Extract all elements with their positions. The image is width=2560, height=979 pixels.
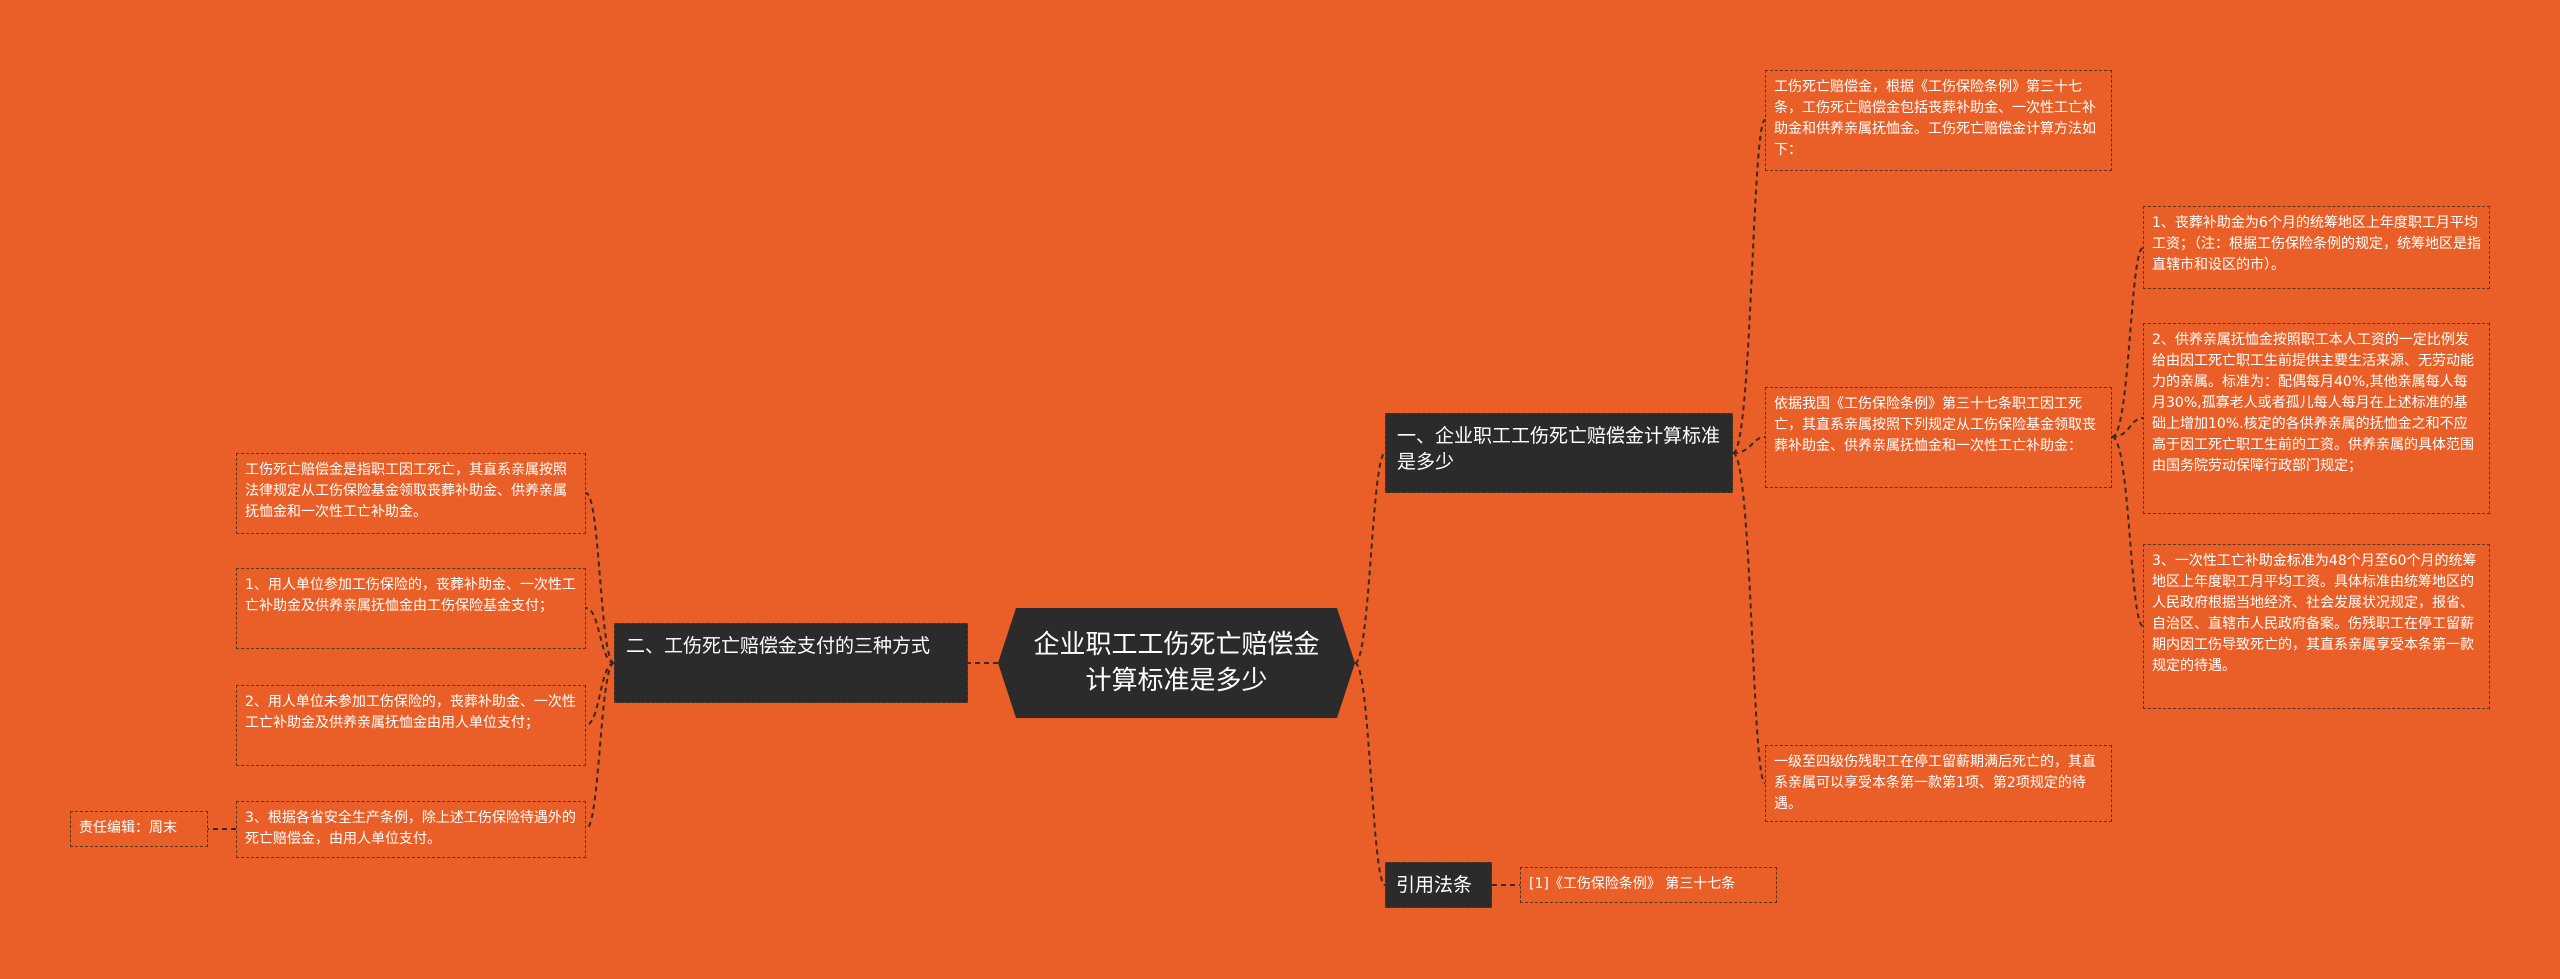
connector-branch1-intro [1732,119,1766,454]
branch-calculation-standard[interactable]: 一、企业职工工伤死亡赔偿金计算标准是多少 [1385,413,1733,493]
leaf-dependent-pension[interactable]: 2、供养亲属抚恤金按照职工本人工资的一定比例发给由因工死亡职工生前提供主要生活来… [2143,323,2490,514]
branch-payment-methods-title: 二、工伤死亡赔偿金支付的三种方式 [626,635,931,657]
branch-cited-law-title: 引用法条 [1396,874,1473,896]
leaf-cited-law-ref[interactable]: [1]《工伤保险条例》 第三十七条 [1520,867,1777,903]
leaf-payment-uninsured[interactable]: 2、用人单位未参加工伤保险的，丧葬补助金、一次性工亡补助金及供养亲属抚恤金由用人… [236,685,586,766]
leaf-calculation-intro[interactable]: 工伤死亡赔偿金，根据《工伤保险条例》第三十七条，工伤死亡赔偿金包括丧葬补助金、一… [1765,70,2112,171]
leaf-disability-death-text: 一级至四级伤残职工在停工留薪期满后死亡的，其直系亲属可以享受本条第一款第1项、第… [1774,754,2096,812]
connector-root-citation [1354,662,1386,886]
root-title: 企业职工工伤死亡赔偿金计算标准是多少 [1033,630,1320,696]
leaf-payment-provincial[interactable]: 3、根据各省安全生产条例，除上述工伤保险待遇外的死亡赔偿金，由用人单位支付。 [236,801,586,858]
connector-basis-item1 [2111,247,2144,438]
leaf-funeral-subsidy[interactable]: 1、丧葬补助金为6个月的统筹地区上年度职工月平均工资；（注：根据工伤保险条例的规… [2143,206,2490,289]
leaf-payment-insured-text: 1、用人单位参加工伤保险的，丧葬补助金、一次性工亡补助金及供养亲属抚恤金由工伤保… [245,577,576,614]
connector-branch1-extra [1732,452,1766,784]
root-node[interactable]: 企业职工工伤死亡赔偿金计算标准是多少 [998,608,1355,718]
leaf-cited-law-ref-text: [1]《工伤保险条例》 第三十七条 [1529,876,1736,892]
leaf-regulation-basis[interactable]: 依据我国《工伤保险条例》第三十七条职工因工死亡，其直系亲属按照下列规定从工伤保险… [1765,387,2112,488]
leaf-dependent-pension-text: 2、供养亲属抚恤金按照职工本人工资的一定比例发给由因工死亡职工生前提供主要生活来… [2152,332,2474,474]
branch-calculation-standard-title: 一、企业职工工伤死亡赔偿金计算标准是多少 [1397,425,1721,473]
branch-payment-methods[interactable]: 二、工伤死亡赔偿金支付的三种方式 [614,623,968,703]
leaf-payment-intro-text: 工伤死亡赔偿金是指职工因工死亡，其直系亲属按照法律规定从工伤保险基金领取丧葬补助… [245,462,567,520]
leaf-funeral-subsidy-text: 1、丧葬补助金为6个月的统筹地区上年度职工月平均工资；（注：根据工伤保险条例的规… [2152,215,2481,273]
leaf-lump-sum-subsidy-text: 3、一次性工亡补助金标准为48个月至60个月的统筹地区上年度职工月平均工资。具体… [2152,553,2477,674]
branch-cited-law[interactable]: 引用法条 [1385,862,1492,908]
connector-branch2-item2 [585,662,615,726]
connector-basis-item2 [2111,417,2144,438]
leaf-payment-intro[interactable]: 工伤死亡赔偿金是指职工因工死亡，其直系亲属按照法律规定从工伤保险基金领取丧葬补助… [236,453,586,534]
leaf-payment-provincial-text: 3、根据各省安全生产条例，除上述工伤保险待遇外的死亡赔偿金，由用人单位支付。 [245,810,576,847]
connector-branch2-intro [585,492,615,664]
leaf-payment-uninsured-text: 2、用人单位未参加工伤保险的，丧葬补助金、一次性工亡补助金及供养亲属抚恤金由用人… [245,694,576,731]
leaf-calculation-intro-text: 工伤死亡赔偿金，根据《工伤保险条例》第三十七条，工伤死亡赔偿金包括丧葬补助金、一… [1774,79,2096,158]
leaf-disability-death[interactable]: 一级至四级伤残职工在停工留薪期满后死亡的，其直系亲属可以享受本条第一款第1项、第… [1765,745,2112,822]
editor-label: 责任编辑：周末 [70,811,208,847]
editor-label-text: 责任编辑：周末 [79,820,177,836]
leaf-lump-sum-subsidy[interactable]: 3、一次性工亡补助金标准为48个月至60个月的统筹地区上年度职工月平均工资。具体… [2143,544,2490,709]
connector-branch1-basis [1732,436,1766,454]
connector-branch2-item3 [585,662,615,830]
leaf-payment-insured[interactable]: 1、用人单位参加工伤保险的，丧葬补助金、一次性工亡补助金及供养亲属抚恤金由工伤保… [236,568,586,649]
connector-basis-item3 [2111,436,2144,627]
connector-root-branch1 [1354,452,1386,664]
leaf-regulation-basis-text: 依据我国《工伤保险条例》第三十七条职工因工死亡，其直系亲属按照下列规定从工伤保险… [1774,396,2096,454]
connector-branch2-item1 [585,607,615,664]
